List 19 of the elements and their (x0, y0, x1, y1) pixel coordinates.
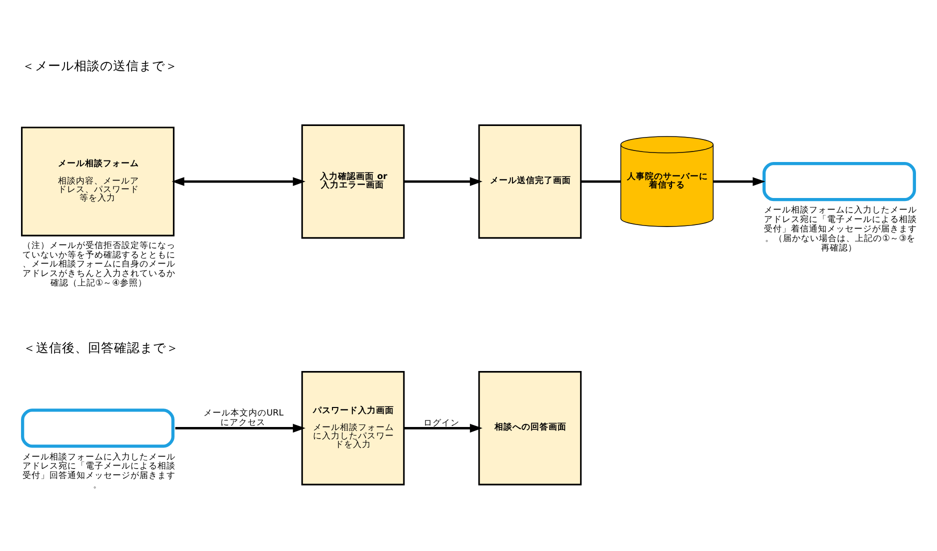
node-box: パスワード入力画面 メール相談フォームに入力したパスワードを入力 (301, 371, 405, 486)
arrow (404, 424, 482, 433)
node-label: メール相談フォームに入力したメールアドレス宛に「電子メールによる相談受付」着信通知メッセージが届きます。（届かない場合は、上記の①～③を再確認） (764, 206, 918, 254)
label: ＜送信後、回答確認まで＞ (22, 340, 179, 356)
arrow (713, 177, 766, 186)
connector (581, 180, 621, 183)
node-box: メール送信完了画面 (478, 124, 582, 239)
node-label: メール相談フォームに入力したメールアドレス宛に「電子メールによる相談受付」回答通知メッセージが届きます。 (22, 452, 176, 491)
node-box (21, 408, 174, 448)
label: ＜メール相談の送信まで＞ (22, 58, 178, 74)
arrow (172, 177, 306, 186)
node-box (762, 162, 916, 202)
arrow (404, 177, 482, 186)
node-box: 相談への回答画面 (478, 371, 582, 486)
arrow (175, 424, 306, 433)
node-label: （注）メールが受信拒否設定等になっていないか等を予め確認するとともに、メール相談フォームに自身のメールアドレスがきちんと入力されているか確認（上記①～④参照） (22, 240, 176, 289)
edge-label: ログイン (423, 418, 460, 429)
node-box: 入力確認画面 or 入力エラー画面 (301, 124, 405, 239)
edge-label: メール本文内のURLにアクセス (203, 408, 284, 428)
